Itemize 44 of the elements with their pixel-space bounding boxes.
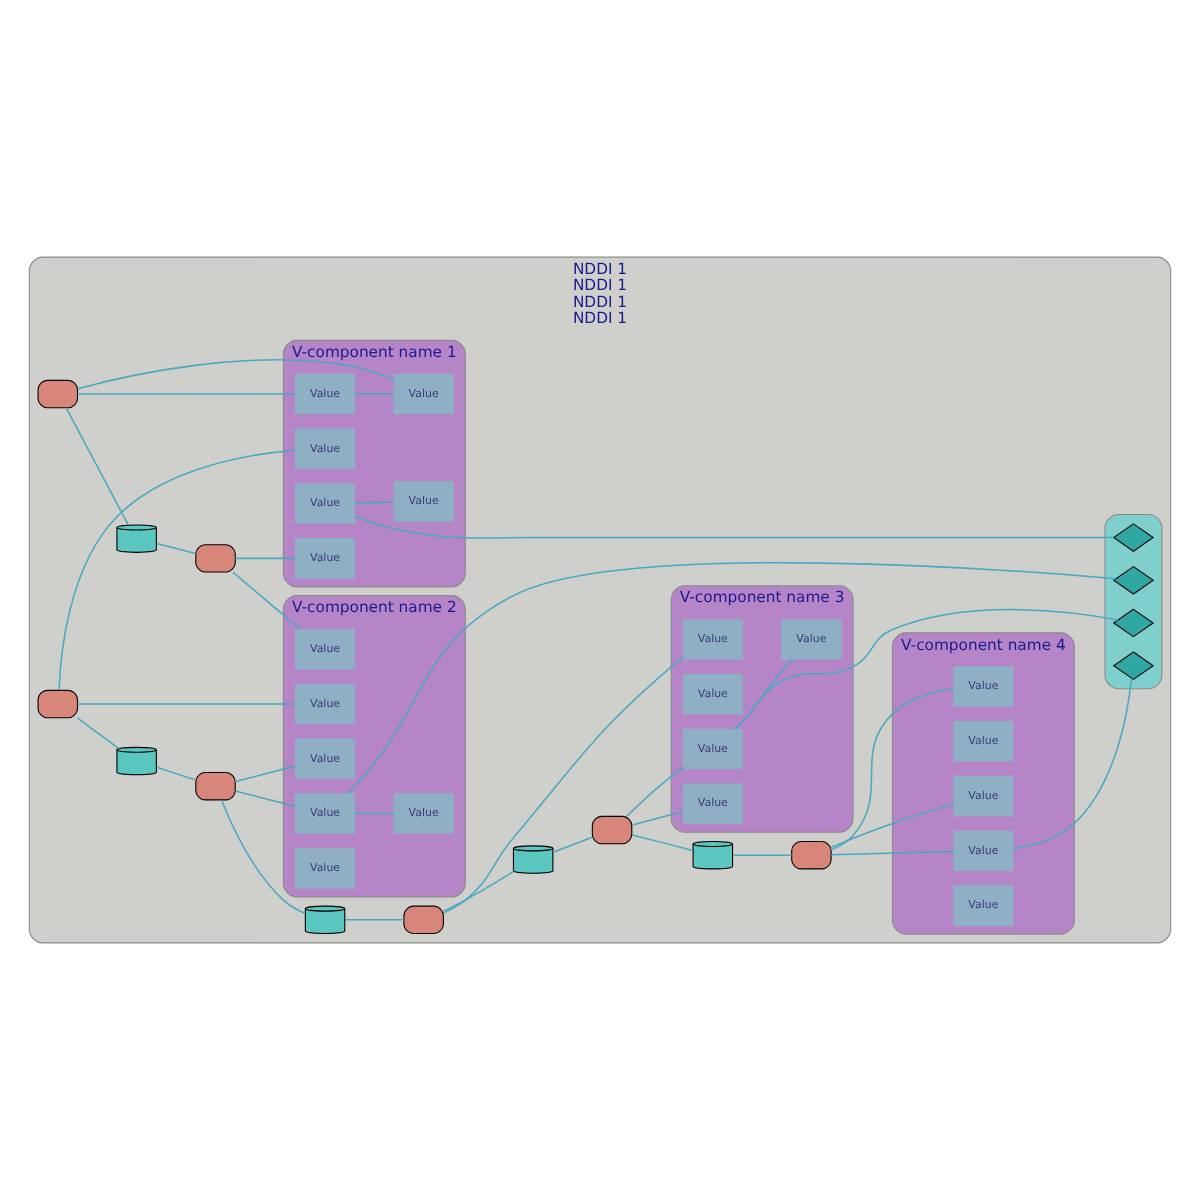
- connector: [76, 703, 296, 705]
- node-box: [37, 379, 79, 409]
- node-box: [791, 841, 832, 870]
- connector: [77, 359, 395, 390]
- node-diamond: [1112, 608, 1155, 638]
- connector: [234, 790, 297, 808]
- connector: [354, 501, 395, 504]
- connector: [631, 834, 694, 852]
- connector: [58, 449, 297, 691]
- connector: [232, 571, 302, 631]
- connector: [442, 870, 515, 912]
- node-box: [591, 815, 633, 845]
- connector: [346, 562, 1117, 795]
- connector: [344, 919, 405, 921]
- node-diamond: [1112, 565, 1155, 595]
- connector: [220, 799, 306, 915]
- node-diamond: [1112, 651, 1155, 681]
- connector: [155, 542, 197, 555]
- connector: [354, 393, 395, 395]
- connector: [76, 393, 296, 395]
- node-box: [403, 905, 444, 935]
- connector: [734, 658, 793, 730]
- connector: [234, 765, 297, 783]
- connector: [732, 854, 793, 856]
- connector: [631, 810, 684, 826]
- connector: [734, 608, 1119, 730]
- connector: [354, 812, 395, 815]
- connector: [830, 850, 955, 856]
- node-box: [37, 689, 79, 719]
- connector: [353, 515, 1115, 539]
- connector: [155, 766, 197, 781]
- connector: [1012, 677, 1133, 850]
- connector: [234, 557, 297, 560]
- connector: [626, 766, 684, 817]
- connector: [552, 836, 593, 854]
- connector: [442, 656, 684, 914]
- connector: [830, 687, 955, 851]
- node-diamond: [1112, 523, 1155, 552]
- connector: [830, 803, 955, 848]
- node-box: [195, 544, 236, 573]
- cluster: [1104, 514, 1163, 690]
- node-box: [195, 771, 236, 801]
- connector: [76, 717, 119, 749]
- connector: [65, 407, 129, 526]
